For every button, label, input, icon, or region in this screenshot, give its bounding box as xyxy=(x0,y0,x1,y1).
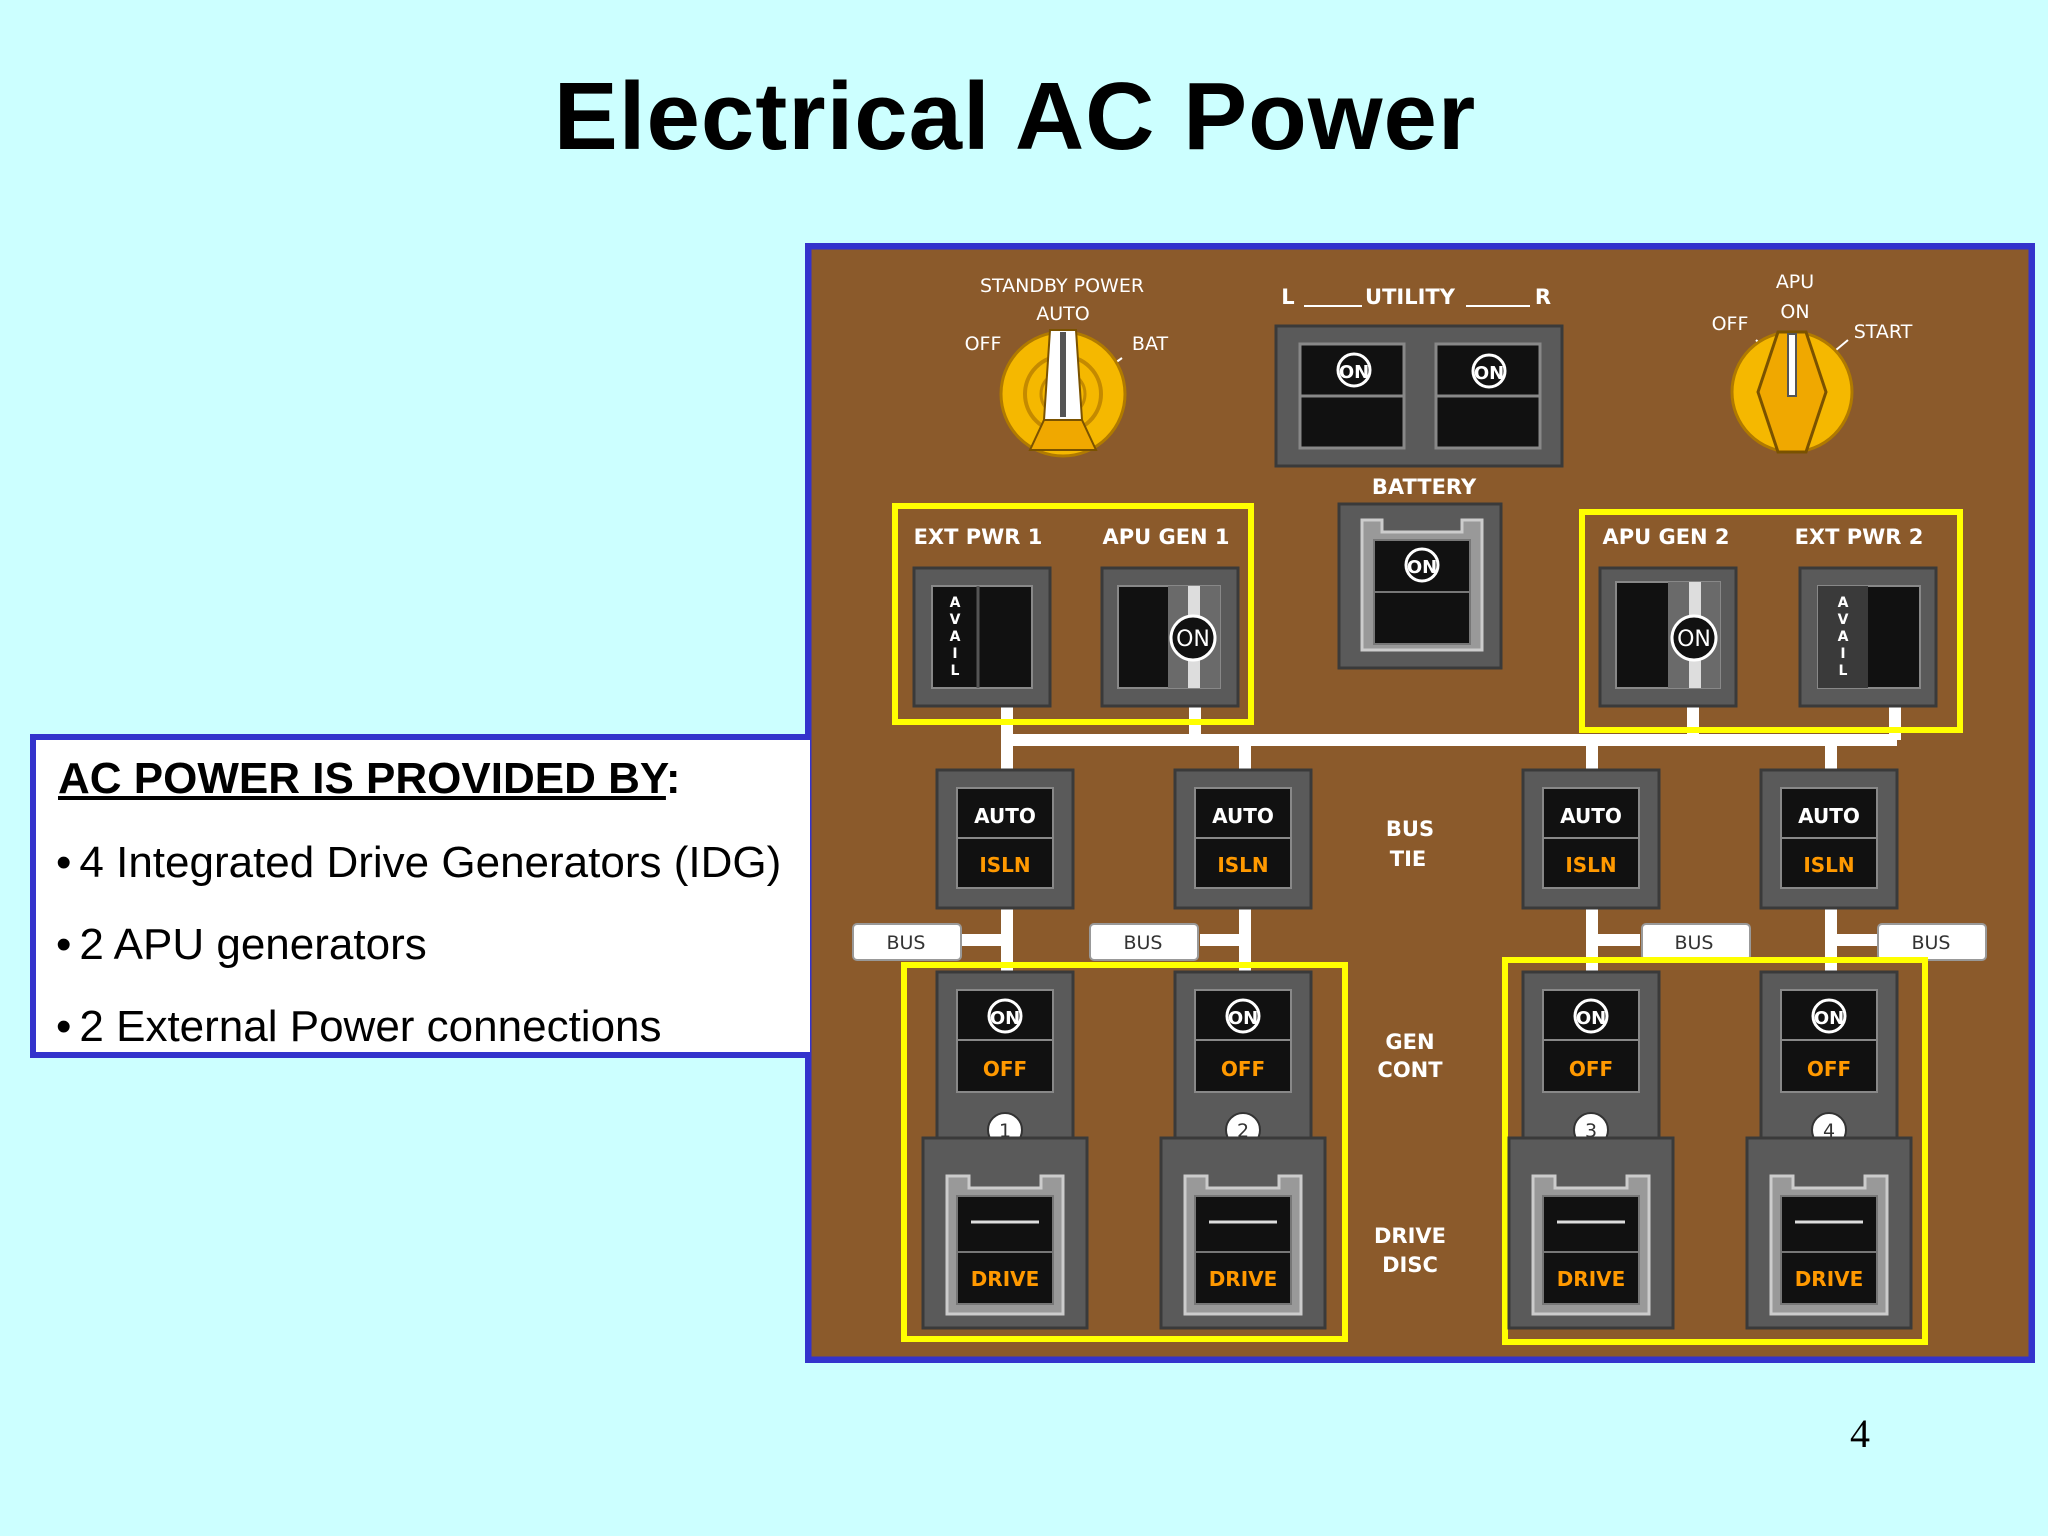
ac-power-sources-box: AC POWER IS PROVIDED BY: •4 Integrated D… xyxy=(30,734,810,1058)
battery-on: ON xyxy=(1407,557,1437,578)
standby-auto-label: AUTO xyxy=(1036,303,1089,325)
svg-text:GEN: GEN xyxy=(1385,1030,1434,1054)
slide-title: Electrical AC Power xyxy=(553,63,1477,170)
standby-power-selector[interactable]: STANDBY POWER AUTO OFF BAT xyxy=(965,275,1169,458)
bus-wiring xyxy=(962,704,1901,972)
bus-tag-1: BUS xyxy=(852,923,962,961)
drive-disc-drive-4: DRIVE xyxy=(1795,1267,1864,1291)
bus-tie-switch-4[interactable]: AUTO ISLN xyxy=(1759,768,1899,910)
apu-gen-1-on: ON xyxy=(1176,627,1210,652)
bullet-idg: •4 Integrated Drive Generators (IDG) xyxy=(56,838,782,887)
bus-tie-label: BUS TIE xyxy=(1386,817,1434,871)
gen-cont-on-4: ON xyxy=(1814,1008,1844,1029)
apu-selector[interactable]: APU ON OFF START xyxy=(1712,271,1913,454)
apu-gen-1-label: APU GEN 1 xyxy=(1102,525,1229,549)
drive-disc-switch-2[interactable]: DRIVE xyxy=(1159,1136,1327,1330)
apu-label: APU xyxy=(1776,271,1814,293)
apu-gen-2-label: APU GEN 2 xyxy=(1602,525,1729,549)
drive-disc-switch-1[interactable]: DRIVE xyxy=(921,1136,1089,1330)
svg-text:CONT: CONT xyxy=(1377,1058,1443,1082)
bus-tie-auto-2: AUTO xyxy=(1212,804,1274,828)
svg-text:DISC: DISC xyxy=(1382,1253,1438,1277)
gen-cont-off-3: OFF xyxy=(1569,1057,1613,1081)
overhead-electrical-panel: STANDBY POWER AUTO OFF BAT L UTILITY R O… xyxy=(805,243,2035,1363)
highlight-box-left-top xyxy=(892,503,1254,725)
bus-tag-2: BUS xyxy=(1089,923,1199,961)
bus-tie-isln-1: ISLN xyxy=(979,853,1030,877)
apu-start-label: START xyxy=(1854,321,1913,343)
drive-disc-switch-4[interactable]: DRIVE xyxy=(1745,1136,1913,1330)
bus-tie-auto-4: AUTO xyxy=(1798,804,1860,828)
apu-gen-2-on: ON xyxy=(1677,627,1711,652)
bus-tie-isln-2: ISLN xyxy=(1217,853,1268,877)
bus-tie-auto-3: AUTO xyxy=(1560,804,1622,828)
bus-tie-switch-2[interactable]: AUTO ISLN xyxy=(1173,768,1313,910)
standby-power-label: STANDBY POWER xyxy=(980,275,1144,297)
utility-l-label: L xyxy=(1281,285,1294,309)
apu-gen-2-switch[interactable]: APU GEN 2 ON xyxy=(1598,525,1738,708)
utility-r-label: R xyxy=(1535,285,1551,309)
drive-disc-drive-3: DRIVE xyxy=(1557,1267,1626,1291)
apu-on-label: ON xyxy=(1780,301,1809,323)
battery-switch[interactable]: BATTERY ON xyxy=(1337,475,1503,670)
page-number: 4 xyxy=(1850,1411,1870,1456)
highlight-box-right-bottom xyxy=(1502,957,1928,1345)
bus-tie-isln-3: ISLN xyxy=(1565,853,1616,877)
svg-text:BUS: BUS xyxy=(886,932,925,954)
drive-disc-drive-1: DRIVE xyxy=(971,1267,1040,1291)
gen-cont-off-1: OFF xyxy=(983,1057,1027,1081)
drive-disc-label: DRIVE DISC xyxy=(1374,1224,1446,1277)
apu-gen-1-switch[interactable]: APU GEN 1 ON xyxy=(1100,525,1240,708)
svg-text:DRIVE: DRIVE xyxy=(1374,1224,1446,1248)
bus-tag-4: BUS xyxy=(1877,923,1987,961)
gen-cont-switch-2[interactable]: ON OFF xyxy=(1173,970,1313,1144)
gen-cont-switch-4[interactable]: ON OFF xyxy=(1759,970,1899,1144)
standby-off-label: OFF xyxy=(965,333,1002,355)
gen-cont-on-1: ON xyxy=(990,1008,1020,1029)
standby-bat-label: BAT xyxy=(1132,333,1169,355)
bus-tie-switch-1[interactable]: AUTO ISLN xyxy=(935,768,1075,910)
ext-pwr-1-label: EXT PWR 1 xyxy=(914,525,1043,549)
utility-right-on: ON xyxy=(1474,363,1504,384)
svg-text:BUS: BUS xyxy=(1674,932,1713,954)
bus-tag-3: BUS xyxy=(1641,923,1751,961)
gen-cont-on-3: ON xyxy=(1576,1008,1606,1029)
svg-text:BUS: BUS xyxy=(1123,932,1162,954)
highlight-box-left-bottom xyxy=(901,962,1348,1342)
drive-disc-drive-2: DRIVE xyxy=(1209,1267,1278,1291)
ext-pwr-2-label: EXT PWR 2 xyxy=(1795,525,1924,549)
utility-left-on: ON xyxy=(1339,362,1369,383)
apu-off-label: OFF xyxy=(1712,313,1749,335)
sources-heading: AC POWER IS PROVIDED BY: xyxy=(58,754,681,803)
gen-cont-off-2: OFF xyxy=(1221,1057,1265,1081)
battery-label: BATTERY xyxy=(1372,475,1477,499)
utility-switches: L UTILITY R ON ON xyxy=(1274,285,1564,468)
bullet-ext-power: •2 External Power connections xyxy=(56,1002,662,1051)
utility-left-switch[interactable]: ON xyxy=(1298,342,1406,450)
bus-tie-auto-1: AUTO xyxy=(974,804,1036,828)
svg-text:BUS: BUS xyxy=(1386,817,1434,841)
gen-cont-on-2: ON xyxy=(1228,1008,1258,1029)
utility-right-switch[interactable]: ON xyxy=(1434,342,1542,450)
highlight-box-right-top xyxy=(1579,509,1963,733)
svg-text:BUS: BUS xyxy=(1911,932,1950,954)
bus-tie-isln-4: ISLN xyxy=(1803,853,1854,877)
utility-label: UTILITY xyxy=(1365,285,1456,309)
svg-text:TIE: TIE xyxy=(1390,847,1426,871)
bullet-apu: •2 APU generators xyxy=(56,920,427,969)
gen-cont-label: GEN CONT xyxy=(1377,1030,1443,1082)
drive-disc-switch-3[interactable]: DRIVE xyxy=(1507,1136,1675,1330)
gen-cont-off-4: OFF xyxy=(1807,1057,1851,1081)
bus-tie-switch-3[interactable]: AUTO ISLN xyxy=(1521,768,1661,910)
